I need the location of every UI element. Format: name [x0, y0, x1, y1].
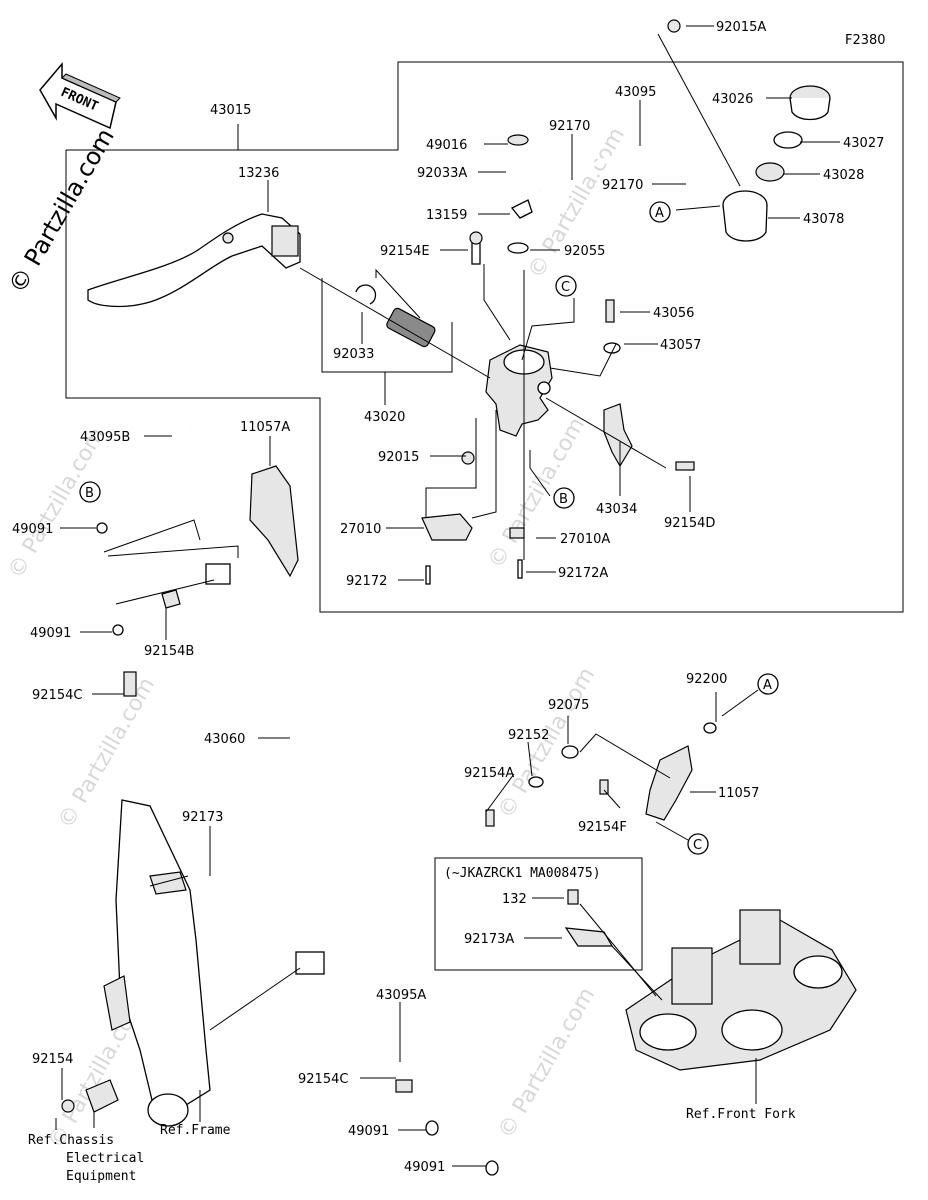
subgroup-43020-outline	[321, 278, 453, 373]
master-cylinder-body	[485, 344, 553, 437]
part-label: 92154B	[144, 644, 194, 659]
part-label: 43027	[843, 136, 884, 151]
part-label: 43028	[823, 168, 864, 183]
part-label: 92154E	[380, 244, 430, 259]
ref-frame: Ref.Frame	[160, 1123, 231, 1138]
part-label: 43026	[712, 92, 753, 107]
part-label: 49091	[30, 626, 71, 641]
figure-code: F2380	[845, 33, 886, 48]
part-label: 49016	[426, 138, 467, 153]
front-fork-bridge	[564, 889, 857, 1071]
part-label: 49091	[348, 1124, 389, 1139]
callout-c: C	[555, 275, 577, 297]
ref-chassis: Ref.Chassis	[28, 1133, 114, 1148]
callout-b-label: B	[559, 492, 568, 507]
callout-b: B	[79, 481, 101, 503]
frame-section	[61, 799, 211, 1127]
leader-lines	[55, 25, 840, 1167]
part-label: 92200	[686, 672, 727, 687]
callout-c-label: C	[561, 280, 570, 295]
callout-c-label: C	[693, 838, 702, 853]
part-label: 43060	[204, 732, 245, 747]
part-label: 92015	[378, 450, 419, 465]
watermark: © Partzilla.com	[484, 413, 591, 573]
part-label: 92172A	[558, 566, 608, 581]
part-label: 43095A	[376, 988, 426, 1003]
part-label: 11057	[718, 786, 759, 801]
ref-chassis-equipment: Equipment	[66, 1169, 136, 1184]
part-label: 92154F	[578, 820, 627, 835]
part-label: 43015	[210, 103, 251, 118]
ref-chassis-electrical: Electrical	[66, 1151, 144, 1166]
part-label: 92154D	[664, 516, 715, 531]
part-label: 13159	[426, 208, 467, 223]
ref-front-fork: Ref.Front Fork	[686, 1107, 796, 1122]
piston-kit	[355, 284, 436, 348]
clutch-hose-system	[96, 428, 499, 1176]
callout-b: B	[553, 487, 575, 509]
reservoir-assembly	[469, 19, 831, 265]
part-label: 92172	[346, 574, 387, 589]
part-label: 92033	[333, 347, 374, 362]
part-label: 92154	[32, 1052, 73, 1067]
part-label: 27010	[340, 522, 381, 537]
part-label: 49091	[12, 522, 53, 537]
part-label: 92173	[182, 810, 223, 825]
part-label: 92154C	[298, 1072, 348, 1087]
part-label: 92015A	[716, 20, 766, 35]
assembly-group-outline	[65, 61, 904, 613]
part-label: 27010A	[560, 532, 610, 547]
callout-a: A	[757, 673, 779, 695]
watermark: © Partzilla.com	[494, 663, 601, 823]
callout-a-label: A	[655, 206, 664, 221]
part-label: 132	[502, 892, 527, 907]
callout-c: C	[687, 833, 709, 855]
part-label: 43057	[660, 338, 701, 353]
part-label: 49091	[404, 1160, 445, 1175]
part-label: 13236	[238, 166, 279, 181]
part-label: 43078	[803, 212, 844, 227]
part-label: 92075	[548, 698, 589, 713]
bracket-11057	[485, 722, 717, 827]
callout-a-label: A	[763, 678, 772, 693]
reference-labels: Ref.Front Fork Ref.Frame Ref.Chassis Ele…	[28, 1107, 796, 1184]
part-label: 43095	[615, 85, 656, 100]
serial-note: (~JKAZRCK1 MA008475)	[444, 866, 601, 881]
part-labels: 92015A 43015 43095 43026 49016 92170 430…	[12, 20, 884, 1175]
part-label: 92055	[564, 244, 605, 259]
part-label: 43020	[364, 410, 405, 425]
callout-b-label: B	[85, 486, 94, 501]
part-label: 43034	[596, 502, 637, 517]
part-label: 11057A	[240, 420, 290, 435]
part-label: 43056	[653, 306, 694, 321]
part-label: 92154A	[464, 766, 514, 781]
small-parts	[421, 299, 695, 585]
part-label: 92170	[602, 178, 643, 193]
serial-range-box	[434, 857, 643, 971]
callout-a: A	[649, 201, 671, 223]
watermark: © Partzilla.com	[524, 123, 631, 283]
part-label: 92154C	[32, 688, 82, 703]
part-label: 43095B	[80, 430, 130, 445]
watermark: © Partzilla.com	[494, 983, 601, 1143]
part-label: 92152	[508, 728, 549, 743]
clutch-lever	[87, 213, 301, 308]
watermark: © Partzilla.com	[4, 423, 111, 583]
part-label: 92173A	[464, 932, 514, 947]
front-arrow-icon: FRONT	[39, 61, 121, 130]
part-label: 92033A	[417, 166, 467, 181]
part-label: 92170	[549, 119, 590, 134]
